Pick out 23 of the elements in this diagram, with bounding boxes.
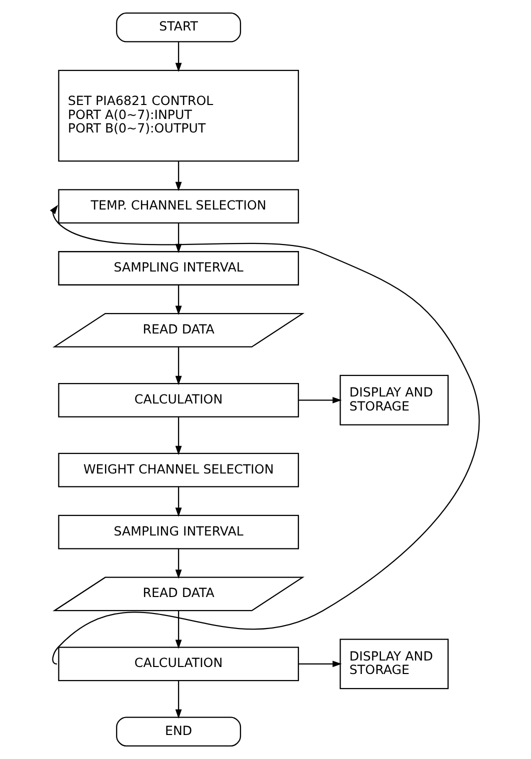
node-box: WEIGHT CHANNEL SELECTION xyxy=(58,452,298,488)
node-box: DISPLAY AND STORAGE xyxy=(339,374,448,426)
arrow xyxy=(174,486,182,517)
node-box: SET PIA6821 CONTROL PORT A(0~7):INPUT PORT B(0~7):OUTPUT xyxy=(58,70,298,162)
arrow xyxy=(174,610,182,649)
arrow xyxy=(174,285,182,315)
arrow xyxy=(49,204,479,664)
arrow xyxy=(174,680,182,719)
node-box: CALCULATION xyxy=(58,382,298,418)
arrow xyxy=(174,161,182,192)
arrow xyxy=(174,548,182,579)
node-box: END xyxy=(116,716,241,747)
arrow xyxy=(174,42,182,72)
arrow xyxy=(298,660,342,668)
arrow xyxy=(298,396,342,404)
node-box: START xyxy=(116,12,241,42)
arrow xyxy=(174,347,182,386)
arrow xyxy=(174,416,182,456)
node-box: TEMP. CHANNEL SELECTION xyxy=(58,189,298,224)
node-box: DISPLAY AND STORAGE xyxy=(339,638,448,690)
node-box: SAMPLING INTERVAL xyxy=(58,251,298,286)
node-box: CALCULATION xyxy=(58,646,298,682)
node-box: SAMPLING INTERVAL xyxy=(58,514,298,550)
